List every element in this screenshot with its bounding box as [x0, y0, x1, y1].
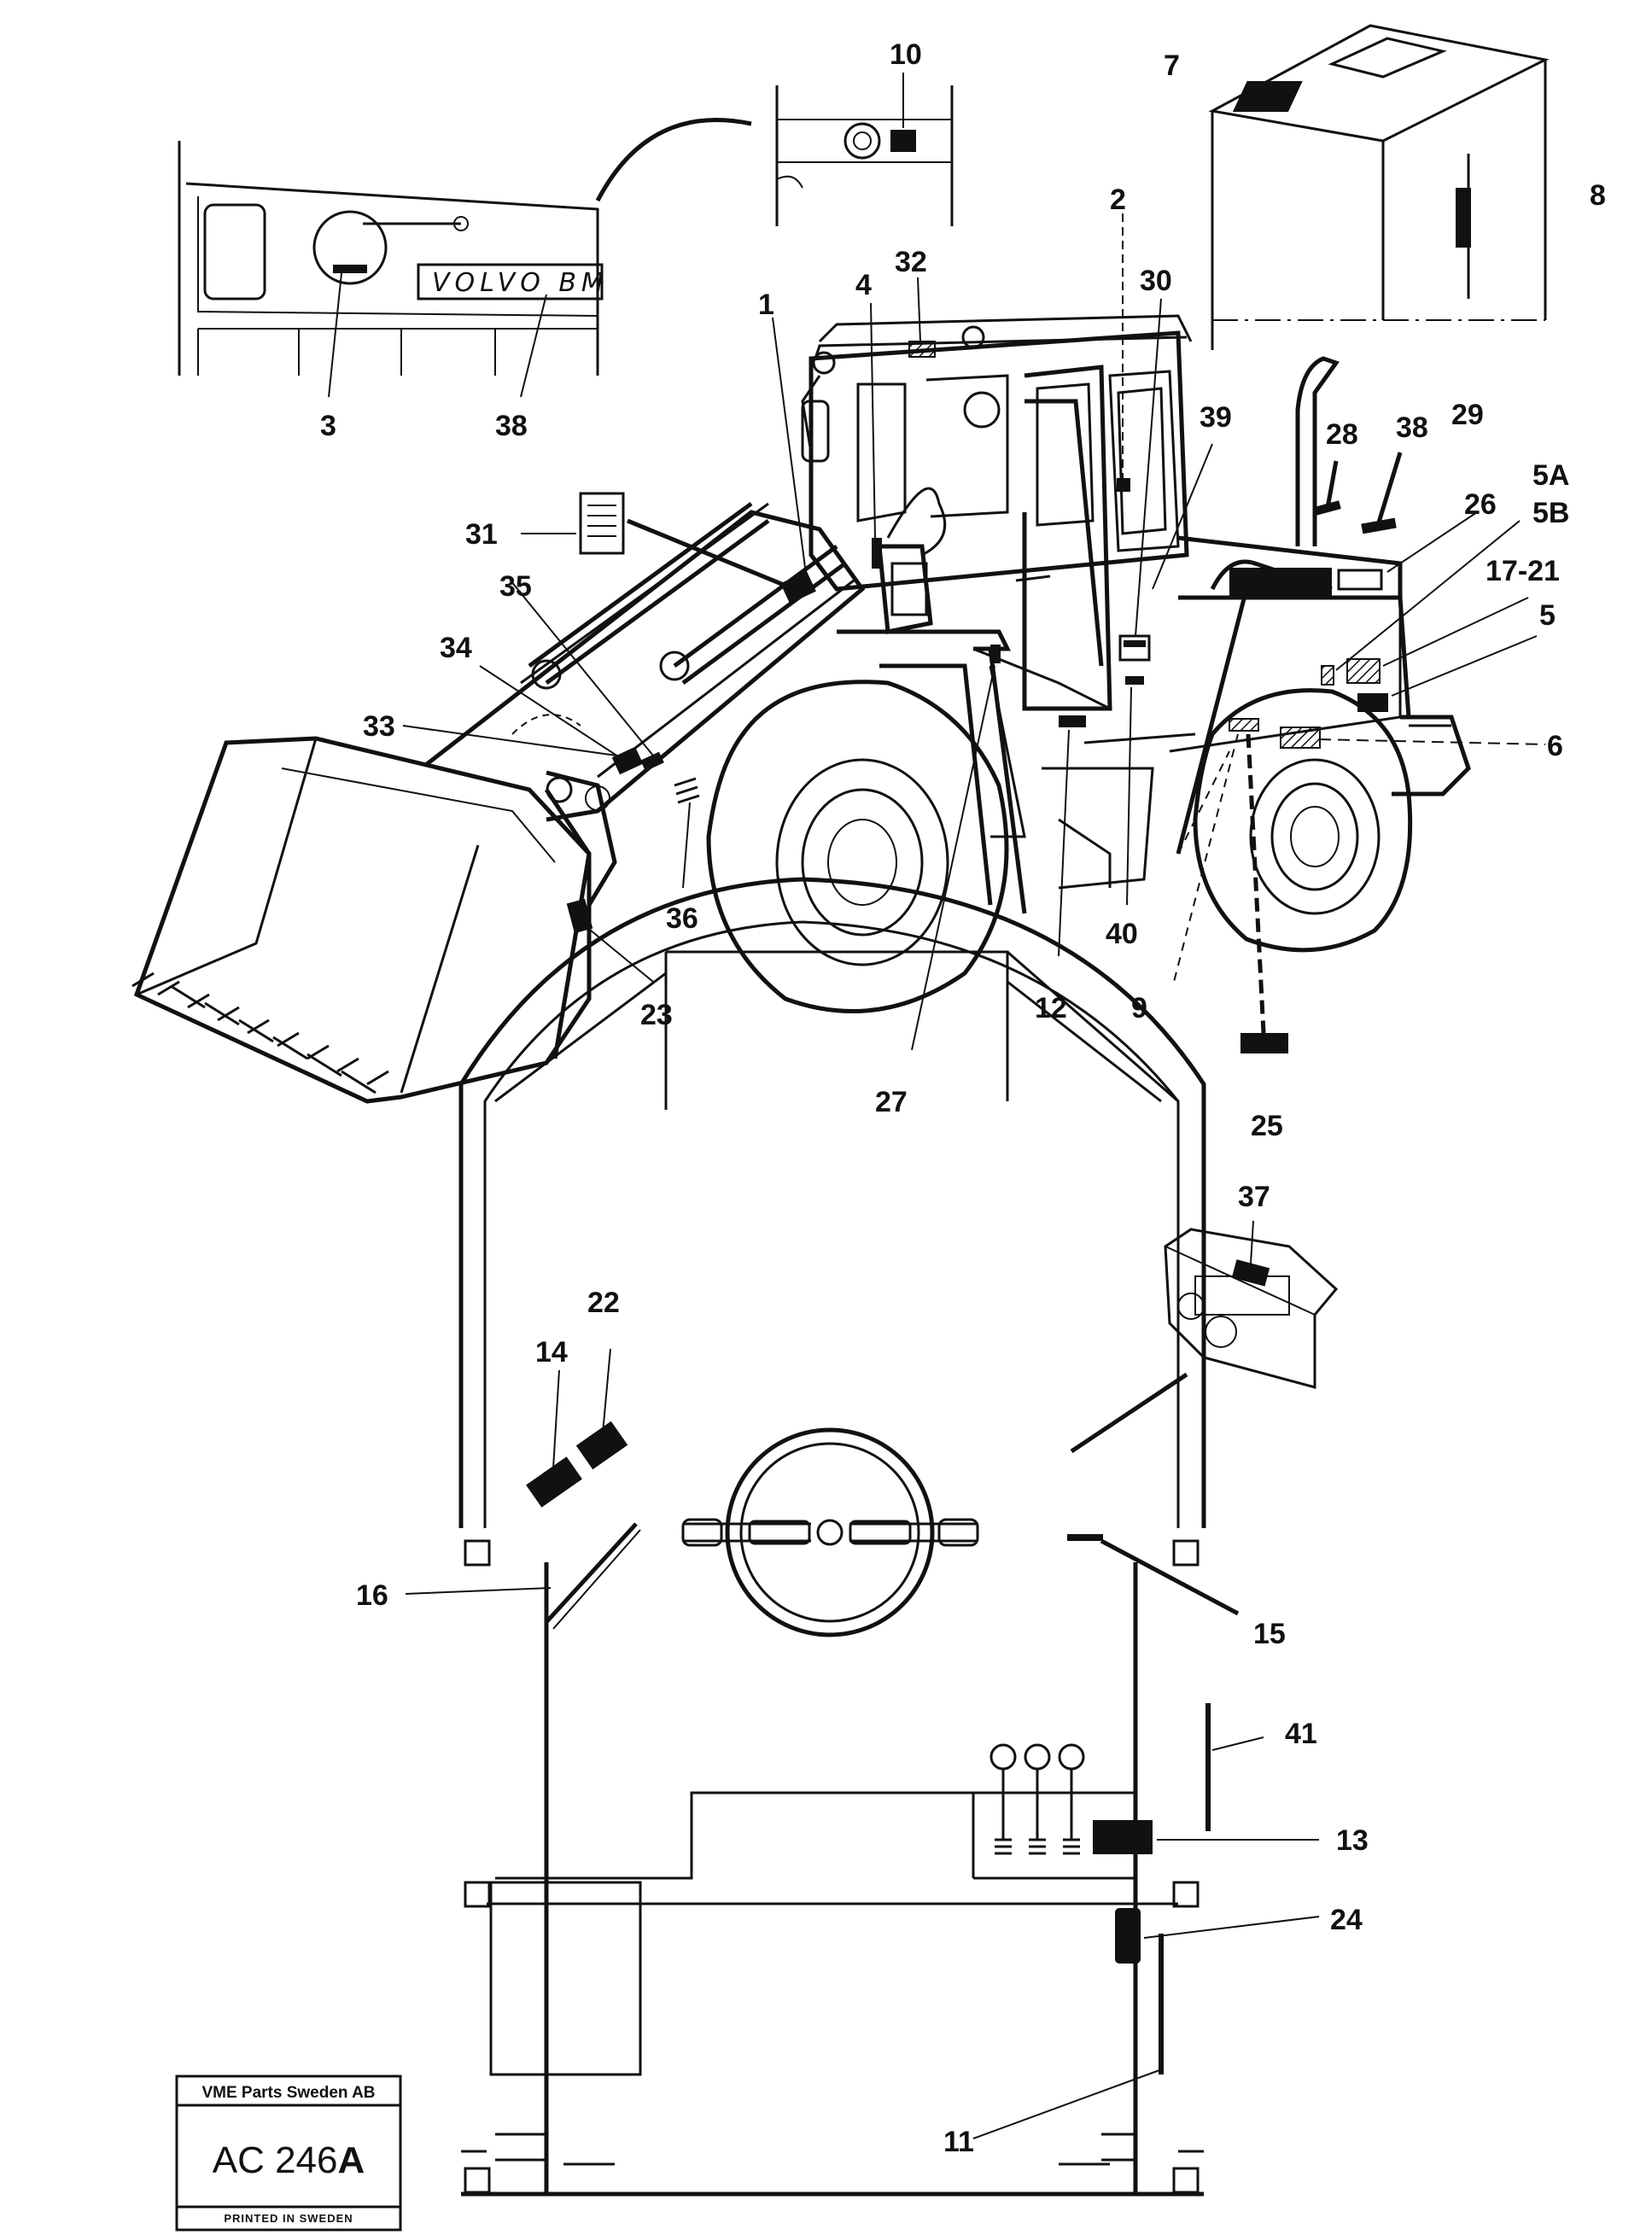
- callout-33: 33: [363, 710, 395, 743]
- decal-16: [545, 1522, 638, 1624]
- callout-17-21: 17-21: [1486, 555, 1560, 587]
- decal-15: [1067, 1534, 1103, 1541]
- decal-27: [990, 645, 1001, 663]
- parts-stamp: VME Parts Sweden AB AC 246A PRINTED IN S…: [175, 2075, 402, 2232]
- decal-33-34: [611, 746, 644, 775]
- callout-24: 24: [1330, 1904, 1363, 1936]
- callout-8: 8: [1590, 179, 1606, 212]
- decal-41: [1205, 1703, 1211, 1831]
- wheel-loader-illustration: [131, 213, 1546, 1104]
- callout-2: 2: [1110, 184, 1126, 216]
- detail-cab-interior: [405, 877, 1339, 2197]
- decal-23: [566, 898, 593, 934]
- callout-7: 7: [1164, 50, 1180, 82]
- decal-38-hood: [1229, 568, 1332, 598]
- decal-35: [640, 751, 664, 772]
- control-levers: [989, 1743, 1085, 1855]
- decal-25: [1240, 1033, 1288, 1053]
- callout-26: 26: [1464, 488, 1497, 521]
- callout-12: 12: [1035, 992, 1067, 1024]
- stamp-company: VME Parts Sweden AB: [201, 2084, 375, 2102]
- detail-dashboard: [1070, 1228, 1339, 1454]
- callout-5: 5: [1539, 599, 1556, 632]
- decal-3: [333, 265, 367, 273]
- detail-side-panel: VOLVO BM: [178, 118, 752, 398]
- decal-4: [872, 538, 882, 569]
- stamp-code: AC 246: [213, 2139, 338, 2181]
- decal-13: [1093, 1820, 1153, 1854]
- decal-6: [1280, 727, 1321, 749]
- callout-16: 16: [356, 1579, 388, 1612]
- callout-23: 23: [640, 999, 673, 1031]
- decal-29: [1361, 517, 1397, 534]
- callout-22: 22: [587, 1287, 620, 1319]
- callout-25: 25: [1251, 1110, 1283, 1142]
- decal-14: [526, 1456, 582, 1508]
- decal-30: [1118, 634, 1151, 662]
- callout-3: 3: [320, 410, 336, 442]
- volvo-bm-plate-text: VOLVO BM: [432, 268, 609, 298]
- callout-29: 29: [1451, 399, 1484, 431]
- stamp-footer: PRINTED IN SWEDEN: [224, 2212, 353, 2225]
- decals-17-21: [1346, 658, 1381, 684]
- callout-13: 13: [1336, 1824, 1369, 1857]
- callout-11: 11: [943, 2126, 974, 2158]
- callout-28: 28: [1326, 418, 1358, 451]
- callout-6: 6: [1547, 730, 1563, 762]
- svg-text:AC 246A: AC 246A: [213, 2139, 365, 2181]
- callout-labels: 10 7 8 2 32 4 1 30 39 28 38 29 5A 5B 26 …: [320, 38, 1606, 2158]
- callout-14: 14: [535, 1336, 568, 1368]
- decal-12: [1059, 715, 1086, 727]
- decal-22: [575, 1421, 628, 1470]
- callout-30: 30: [1140, 265, 1172, 297]
- callout-4: 4: [855, 269, 872, 301]
- callout-1: 1: [758, 289, 774, 321]
- decal-36: [674, 777, 700, 804]
- callout-9: 9: [1131, 992, 1147, 1024]
- callout-35: 35: [499, 570, 532, 603]
- callout-36: 36: [666, 902, 698, 935]
- callout-27: 27: [875, 1086, 908, 1118]
- callout-32: 32: [895, 246, 927, 278]
- decal-2: [1117, 478, 1130, 492]
- decal-26: [1321, 665, 1334, 686]
- volvo-bm-plate: [417, 263, 604, 301]
- callout-34: 34: [440, 632, 472, 664]
- callout-39: 39: [1200, 401, 1232, 434]
- callout-15: 15: [1253, 1618, 1286, 1650]
- decal-10: [890, 130, 916, 152]
- callout-40: 40: [1106, 918, 1138, 950]
- decal-37: [1231, 1259, 1270, 1287]
- decal-31: [579, 492, 625, 555]
- decal-8: [1456, 188, 1471, 248]
- detail-hood-box: [1208, 24, 1550, 350]
- decal-7: [1232, 81, 1303, 112]
- callout-5a: 5A: [1532, 459, 1569, 492]
- decal-5: [1357, 693, 1388, 712]
- decal-9: [1229, 718, 1259, 732]
- stamp-suffix: A: [337, 2139, 365, 2181]
- callout-38-hood: 38: [1396, 411, 1428, 444]
- decal-24: [1115, 1908, 1141, 1964]
- callout-38-plate: 38: [495, 410, 528, 442]
- callout-31: 31: [465, 518, 498, 551]
- decal-40: [1125, 676, 1144, 685]
- callout-10: 10: [890, 38, 922, 71]
- decal-32: [908, 341, 936, 358]
- decal-11: [1159, 1934, 1164, 2075]
- detail-lamp-bracket: [775, 73, 954, 226]
- callout-37: 37: [1238, 1181, 1270, 1213]
- callout-5b: 5B: [1532, 497, 1569, 529]
- callout-41: 41: [1285, 1718, 1317, 1750]
